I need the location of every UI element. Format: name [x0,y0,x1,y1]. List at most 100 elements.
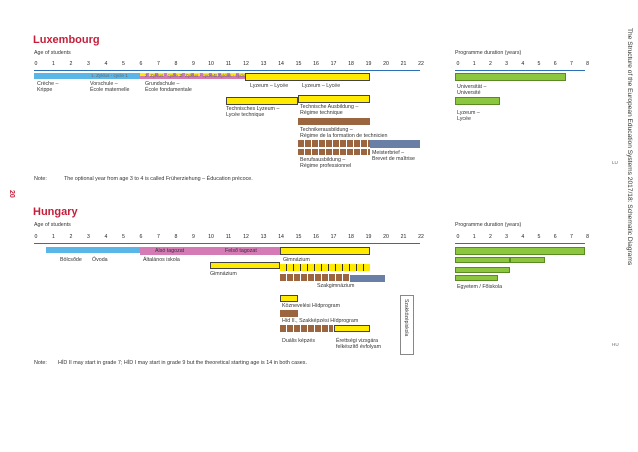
tick-age-7: 7 [157,234,160,240]
tick-year-0: 0 [456,61,460,67]
label-grundschule: Grundschule – École fondamentale [145,81,192,94]
label-altalanos: Általános iskola [143,257,180,263]
tick-age-20: 20 [383,234,389,240]
year-axis-line-hu [455,243,585,244]
tick-age-16: 16 [313,61,319,67]
tick-age-0: 0 [34,234,38,240]
label-lyzeum-2: Lyzeum – Lycée [302,83,341,89]
tick-age-19: 19 [365,61,372,67]
tick-year-7: 7 [569,61,573,67]
year-axis-lu: 0 1 2 3 4 5 6 7 8 [0,61,638,69]
note-text-lu: The optional year from age 3 to 4 is cal… [64,176,253,182]
tick-age-8: 8 [174,234,178,240]
label-kozneveles: Köznevelési Hídprogram [282,303,340,309]
tick-age-3: 3 [87,234,90,240]
age-axis-line-lu [34,70,420,71]
cycle-1: 1. Zyklus - cycle 1 [91,73,128,78]
tick-age-4: 4 [104,61,108,67]
label-techlyzeum: Technisches Lyzeum – Lycée technique [226,106,280,119]
bar-szakgimnazium-2 [280,274,350,281]
tick-age-13: 13 [260,61,267,67]
tick-age-15: 15 [295,61,302,67]
tick-age-21: 21 [400,234,407,240]
tick-year-8: 8 [586,234,590,240]
tick-year-5: 5 [537,234,541,240]
bar-technikerausbildung [298,118,370,125]
tick-age-1: 1 [52,61,55,67]
tick-year-6: 6 [553,234,557,240]
tick-year-2: 2 [488,234,492,240]
tick-year-0: 0 [456,234,460,240]
tick-age-3: 3 [87,61,90,67]
tick-age-17: 17 [330,61,337,67]
bar-creche [34,73,88,79]
bar-dualis [280,325,333,332]
tick-age-16: 16 [313,234,319,240]
tick-age-1: 1 [52,234,55,240]
label-gimnazium-2: Gimnázium [210,271,237,277]
label-szakkozep: Szakközépiskola [403,299,409,337]
bar-gimnazium-8 [210,262,280,269]
bar-szakgimnazium [280,264,370,271]
tick-age-11: 11 [225,61,232,67]
bar-techlyzeum [226,97,298,105]
bar-berufsausbildung [298,140,370,147]
bar-egyetem-5 [455,275,498,281]
bar-hid [280,310,298,317]
tick-age-6: 6 [139,234,143,240]
age-label-lu: Age of students [34,50,71,56]
label-erettsegi: Érettségi vizsgára felkészítő évfolyam [336,338,382,351]
tick-age-20: 20 [383,61,389,67]
country-title-hungary: Hungary [33,206,78,218]
tick-age-5: 5 [122,234,125,240]
country-code-hu: HU [612,342,619,347]
label-vorschule: Vorschule – École maternelle [90,81,130,94]
tick-age-5: 5 [122,61,125,67]
tick-age-18: 18 [348,61,354,67]
bar-gimnazium-main [280,247,370,255]
tick-year-1: 1 [472,61,476,67]
label-universitat: Universität – Université [457,84,487,97]
cycle-2: 2. Zyklus - cycle 2 [145,73,182,78]
bar-meisterbrief [370,140,420,148]
tick-age-4: 4 [104,234,108,240]
note-label-hu: Note: [34,360,47,366]
label-also-tagozat: Alsó tagozat [155,248,185,254]
tick-age-12: 12 [243,234,249,240]
bar-erettsegi [334,325,370,332]
tick-year-4: 4 [521,234,525,240]
tick-age-2: 2 [69,61,73,67]
bar-kozneveles [280,295,298,302]
tick-age-15: 15 [295,234,302,240]
tick-year-2: 2 [488,61,492,67]
tick-year-4: 4 [521,61,525,67]
tick-year-5: 5 [537,61,541,67]
bar-egyetem-1 [455,247,585,255]
tick-year-6: 6 [553,61,557,67]
label-lyzeum-1: Lyzeum – Lycée [250,83,289,89]
tick-year-1: 1 [472,234,476,240]
bar-bolcsode [46,247,88,253]
bar-lyzeum-right [455,97,500,105]
country-title-luxembourg: Luxembourg [33,34,100,46]
label-szakgimnazium: Szakgimnázium [317,283,355,289]
bar-ovoda [88,247,140,253]
tick-year-8: 8 [586,61,590,67]
tick-age-10: 10 [208,234,214,240]
tick-age-0: 0 [34,61,38,67]
note-text-hu: HÍD II may start in grade 7; HÍD I may s… [58,360,307,366]
note-label-lu: Note: [34,176,47,182]
bar-altalanos [140,247,280,255]
label-meisterbrief: Meisterbrief – Brevet de maîtrise [372,150,415,163]
country-code-lu: LU [612,160,618,165]
bar-egyetem-2 [455,257,510,263]
tick-age-21: 21 [400,61,407,67]
tick-year-7: 7 [569,234,573,240]
duration-label-hu: Programme duration (years) [455,222,522,228]
tick-year-3: 3 [505,61,509,67]
label-creche: Crèche – Krippe [37,81,59,94]
label-berufsausbildung: Berufsausbildung – Régime professionnel [300,157,352,170]
label-ovoda: Óvoda [92,257,108,263]
tick-age-22: 22 [418,234,424,240]
